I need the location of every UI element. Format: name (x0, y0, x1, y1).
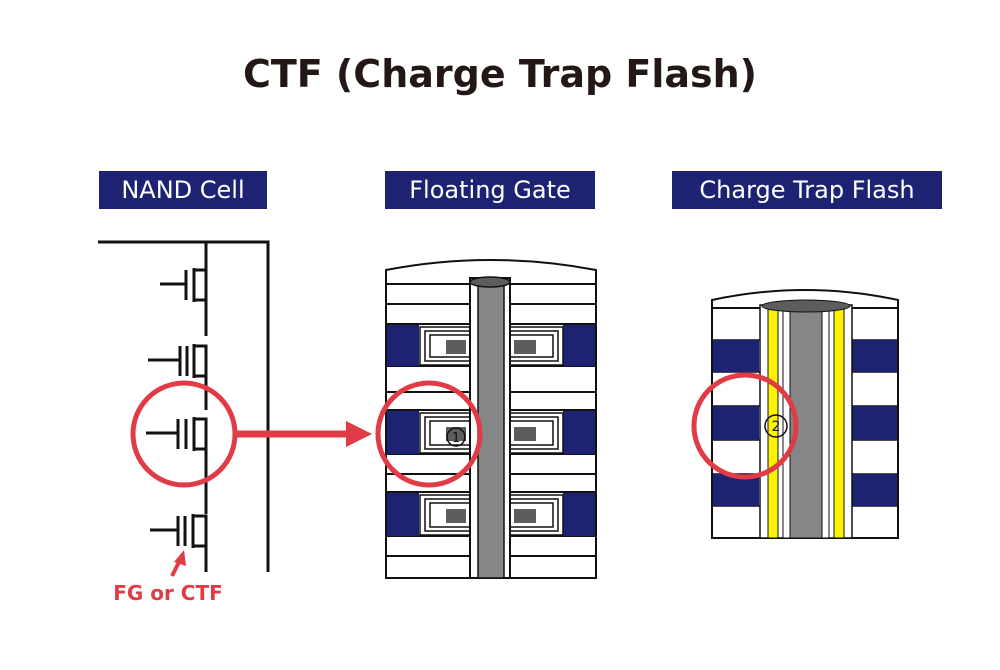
fg-or-ctf-label: FG or CTF (113, 581, 223, 605)
nand-cell-label: NAND Cell (99, 171, 267, 209)
transistor-1 (160, 268, 208, 302)
nand-cell-schematic (98, 240, 270, 572)
marker-1: 1 (452, 431, 460, 446)
transistor-3 (146, 417, 208, 451)
floating-gate-structure: 1 (385, 259, 597, 579)
charge-trap-flash-label: Charge Trap Flash (672, 171, 942, 209)
callout-arrow (170, 550, 186, 577)
bit-line (98, 240, 270, 572)
transistor-4 (150, 514, 208, 548)
nand-highlight-circle (130, 380, 238, 488)
transistor-2 (148, 344, 208, 378)
ctf-highlight-circle (691, 372, 799, 480)
diagram-title: CTF (Charge Trap Flash) (242, 52, 758, 96)
connector-arrow (236, 421, 372, 447)
marker-2: 2 (772, 419, 781, 435)
fg-highlight-circle (375, 380, 483, 488)
charge-trap-structure: 2 (711, 289, 899, 539)
floating-gate-label: Floating Gate (385, 171, 595, 209)
